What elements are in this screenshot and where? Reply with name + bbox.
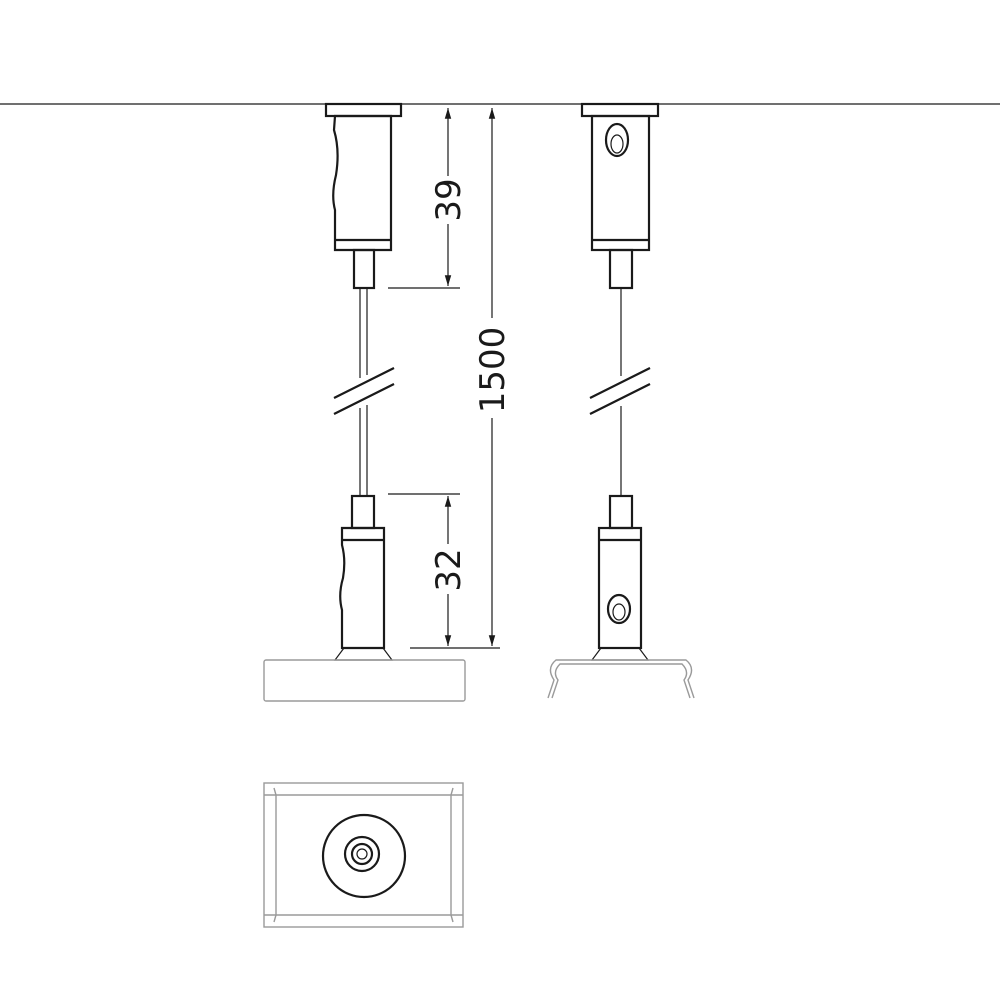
dimension-39: 39: [388, 108, 469, 289]
left-profile-block: [263, 659, 466, 702]
right-break-mark-1: [589, 367, 651, 399]
left-break-mark-2: [333, 383, 395, 415]
dimension-1500: 1500: [473, 108, 513, 646]
right-break-mark-2: [589, 383, 651, 415]
dim-32-label: 32: [429, 548, 469, 591]
right-profile-channel: [547, 659, 695, 699]
plan-profile-outline: [263, 782, 464, 928]
right-top-cap: [580, 102, 660, 118]
plan-profile-inner-edge: [273, 787, 454, 923]
right-bottom-body: [597, 526, 643, 650]
dim-32-label-bg: [430, 544, 466, 594]
right-bottom-cone: [590, 647, 650, 661]
dim-39-label: 39: [429, 178, 469, 221]
plan-base-disc: [321, 813, 407, 899]
left-bottom-cone: [333, 647, 394, 661]
dimension-32: 32: [388, 493, 500, 649]
right-top-screw-slot: [604, 122, 630, 158]
plan-fitting-outer: [343, 835, 381, 873]
left-break-mark-1: [333, 367, 395, 399]
plan-fitting-mid: [350, 842, 374, 866]
right-top-screw-head: [610, 134, 624, 154]
dim-1500-label-bg: [474, 318, 510, 418]
right-bottom-screw-slot: [606, 593, 632, 625]
dim-1500-label: 1500: [473, 327, 513, 414]
right-bottom-screw-head: [612, 603, 626, 621]
plan-fitting-inner: [356, 848, 368, 860]
bottom-plan-view: [263, 782, 464, 928]
dim-39-label-bg: [430, 176, 466, 224]
left-bottom-body: [339, 526, 386, 650]
left-top-body: [332, 114, 393, 252]
left-top-sleeve: [352, 248, 376, 290]
left-suspension-assembly: [263, 102, 466, 702]
right-bottom-sleeve: [608, 494, 634, 530]
right-suspension-assembly: [547, 102, 695, 699]
left-top-cap: [324, 102, 403, 118]
left-bottom-sleeve: [350, 494, 376, 530]
right-top-sleeve: [608, 248, 634, 290]
